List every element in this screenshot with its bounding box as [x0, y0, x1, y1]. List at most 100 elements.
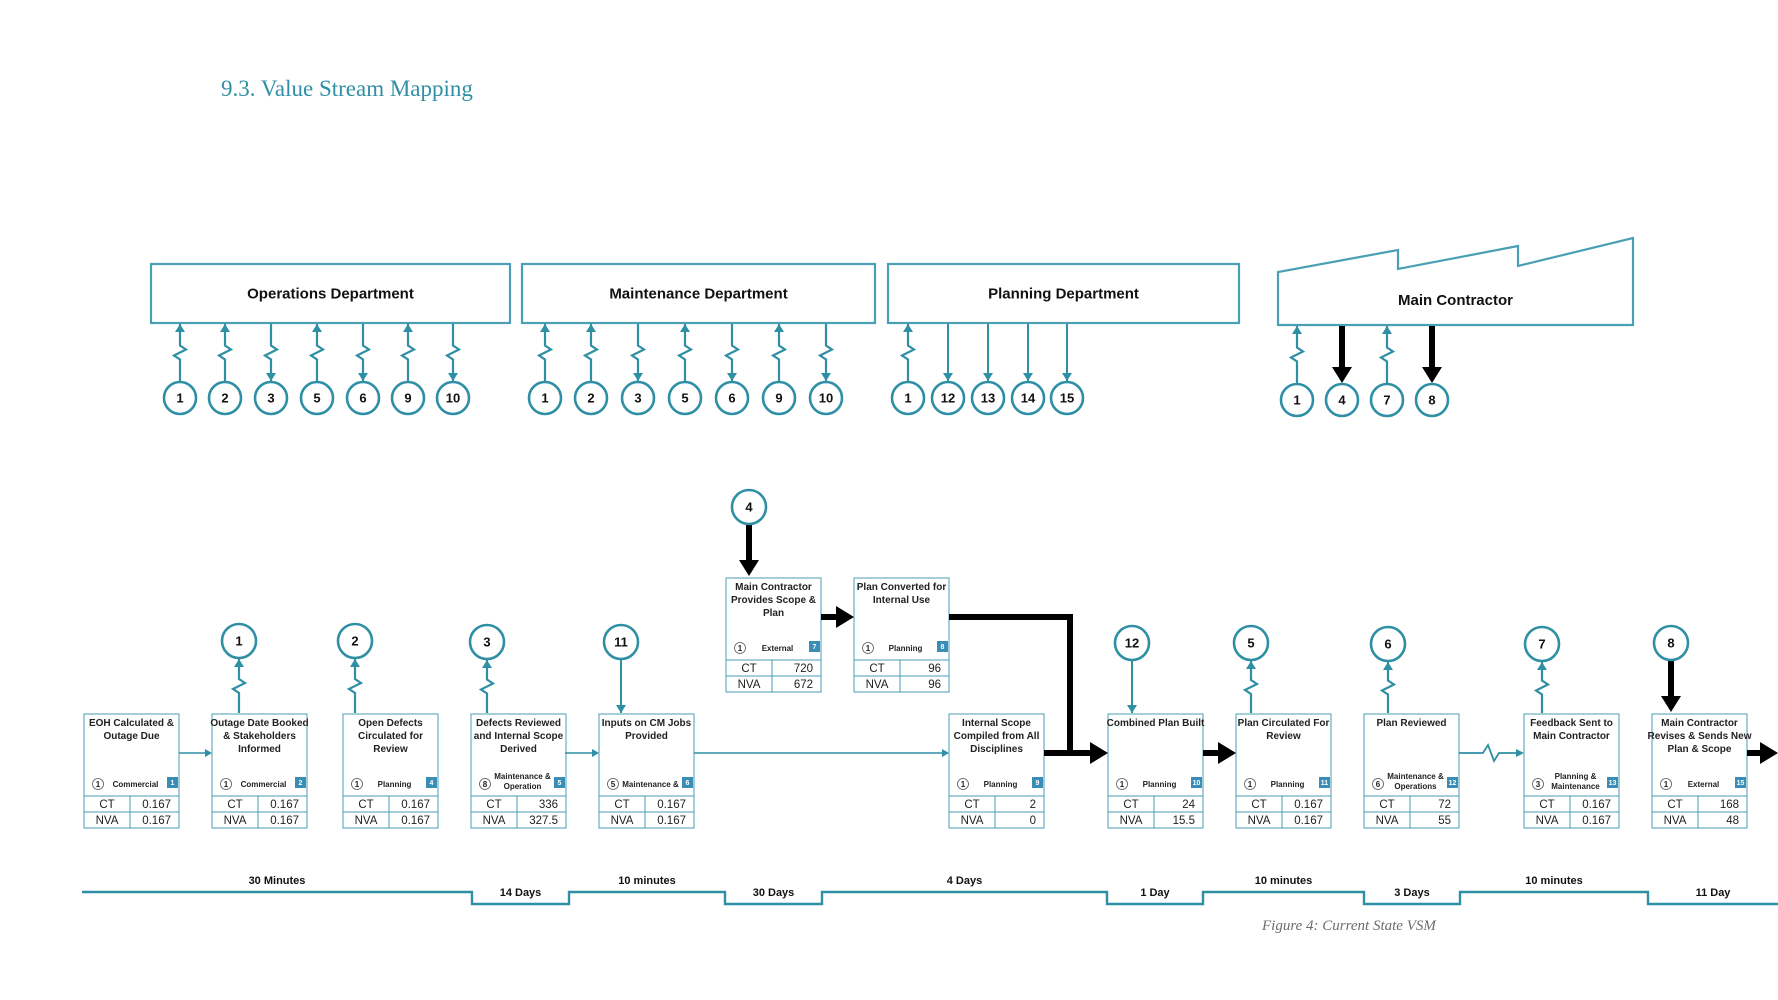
- node-number: 2: [221, 391, 228, 406]
- lightning-line: [676, 324, 694, 381]
- info-flow-down: [1062, 324, 1072, 381]
- node-circle: [1523, 625, 1561, 663]
- process-owner: Planning: [378, 780, 412, 789]
- arrow-head: [266, 373, 276, 381]
- lightning-line: [1378, 326, 1396, 383]
- node-number: 10: [446, 391, 460, 406]
- nva-value: 672: [794, 679, 813, 691]
- arrow-head: [774, 324, 784, 332]
- flow-arrow-bold: [1044, 742, 1108, 764]
- node-number: 1: [176, 391, 183, 406]
- step-badge: [809, 641, 820, 652]
- nva-label: NVA: [1536, 815, 1559, 827]
- lightning-line: [216, 324, 234, 381]
- node-circle: [620, 380, 656, 416]
- lightning-line: [899, 324, 917, 381]
- owner-count-circle: [92, 778, 104, 790]
- info-flow-arrow: [1379, 662, 1397, 713]
- lightning-line: [1533, 662, 1551, 713]
- node-circle: [220, 622, 258, 660]
- process-title: Main Contractor: [1533, 731, 1610, 742]
- info-flow-arrow: [1242, 661, 1260, 713]
- lightning-line: [582, 324, 600, 381]
- process-owner: Planning &: [1555, 772, 1597, 781]
- step-badge: [295, 777, 306, 788]
- node-circle: [435, 380, 471, 416]
- flow-head: [942, 749, 949, 757]
- step-badge: [1735, 777, 1746, 788]
- physical-flow-arrow: [1661, 661, 1681, 712]
- ct-label: CT: [869, 663, 884, 675]
- step-badge: [1319, 777, 1330, 788]
- flow-head: [1218, 742, 1236, 764]
- node-number: 11: [614, 635, 628, 650]
- node-circle: [345, 380, 381, 416]
- nva-value: 48: [1726, 815, 1739, 827]
- step-number: 1: [171, 780, 175, 787]
- node-number: 2: [587, 391, 594, 406]
- department-node: 1: [527, 380, 563, 416]
- process-title: Internal Use: [873, 595, 931, 606]
- owner-count-circle: [479, 778, 491, 790]
- physical-flow-arrow: [739, 525, 759, 576]
- nva-label: NVA: [1664, 815, 1687, 827]
- lightning-line: [536, 324, 554, 381]
- nva-value: 0: [1030, 815, 1036, 827]
- arrow-head: [234, 659, 244, 667]
- info-flow-down: [444, 324, 462, 381]
- flow-head: [836, 606, 854, 628]
- node-number: 10: [819, 391, 833, 406]
- nva-value: 15.5: [1173, 815, 1195, 827]
- department-node: 5: [299, 380, 335, 416]
- lightning-line: [444, 324, 462, 381]
- nva-label: NVA: [1376, 815, 1399, 827]
- process-owner: Maintenance &: [494, 772, 551, 781]
- process-owner: Planning: [1143, 780, 1177, 789]
- department-node: 10: [435, 380, 471, 416]
- flow-head: [1090, 742, 1108, 764]
- node-circle: [930, 380, 966, 416]
- process-title: Main Contractor: [1661, 718, 1738, 729]
- section-title: 9.3. Value Stream Mapping: [221, 76, 473, 101]
- info-flow-arrow: [1127, 661, 1137, 713]
- step-number: 13: [1609, 780, 1617, 787]
- flow-arrow: [565, 749, 599, 757]
- department-main-contractor: Main Contractor: [1276, 236, 1635, 327]
- nva-label: NVA: [961, 815, 984, 827]
- flow-head: [1516, 749, 1524, 757]
- process-title: Plan Circulated For: [1238, 718, 1330, 729]
- flow-arrow-bold: [821, 606, 854, 628]
- info-flow-arrow: [616, 660, 626, 713]
- step-badge: [1032, 777, 1043, 788]
- process-title: Combined Plan Built: [1107, 718, 1205, 729]
- node-circle: [1652, 624, 1690, 662]
- ct-label: CT: [486, 799, 501, 811]
- department-node: 9: [390, 380, 426, 416]
- info-flow-down: [354, 324, 372, 381]
- arrow-head: [586, 324, 596, 332]
- owner-count: 1: [961, 780, 966, 789]
- department-node: 10: [808, 380, 844, 416]
- node-number: 9: [775, 391, 782, 406]
- process-title: Inputs on CM Jobs: [602, 718, 692, 729]
- department-node: 3: [253, 380, 289, 416]
- owner-count: 1: [355, 780, 360, 789]
- nva-value: 0.167: [401, 815, 430, 827]
- process-title: & Stakeholders: [223, 731, 296, 742]
- ct-value: 72: [1438, 799, 1451, 811]
- node-circle: [761, 380, 797, 416]
- department-node: 1: [1279, 382, 1315, 418]
- lightning-line: [629, 324, 647, 381]
- owner-count-circle: [957, 778, 969, 790]
- lightning-line: [1288, 326, 1306, 383]
- node-circle: [667, 380, 703, 416]
- arrow-head: [220, 324, 230, 332]
- nva-value: 96: [928, 679, 941, 691]
- lightning-line: [308, 324, 326, 381]
- lightning-line: [171, 324, 189, 381]
- node-number: 1: [541, 391, 548, 406]
- arrow-head: [1023, 373, 1033, 381]
